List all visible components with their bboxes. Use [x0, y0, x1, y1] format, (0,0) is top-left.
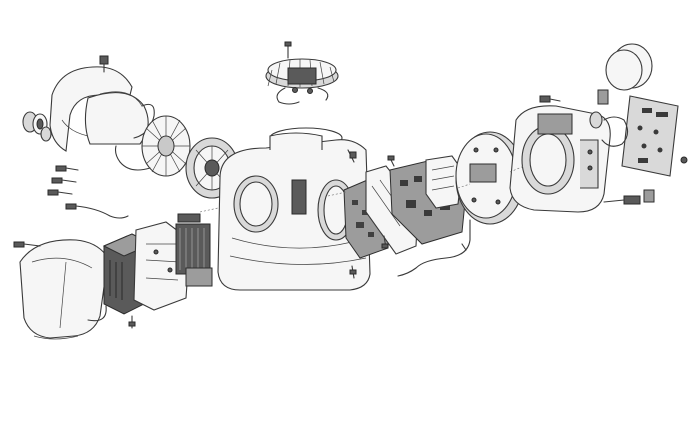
assembly-leader-lines [199, 165, 525, 213]
control-board-stack [343, 155, 467, 259]
left-upper-shroud [49, 55, 155, 152]
motor-stator-block [102, 213, 213, 329]
right-end-housing [509, 95, 611, 213]
top-fan-assembly [265, 41, 339, 105]
control-panel-overlay [589, 43, 688, 205]
bolt-set-left [47, 165, 129, 219]
round-cover-plate [397, 131, 525, 277]
cooling-fan [114, 115, 191, 177]
left-lower-shroud [13, 239, 109, 340]
seal-rings [22, 111, 52, 142]
